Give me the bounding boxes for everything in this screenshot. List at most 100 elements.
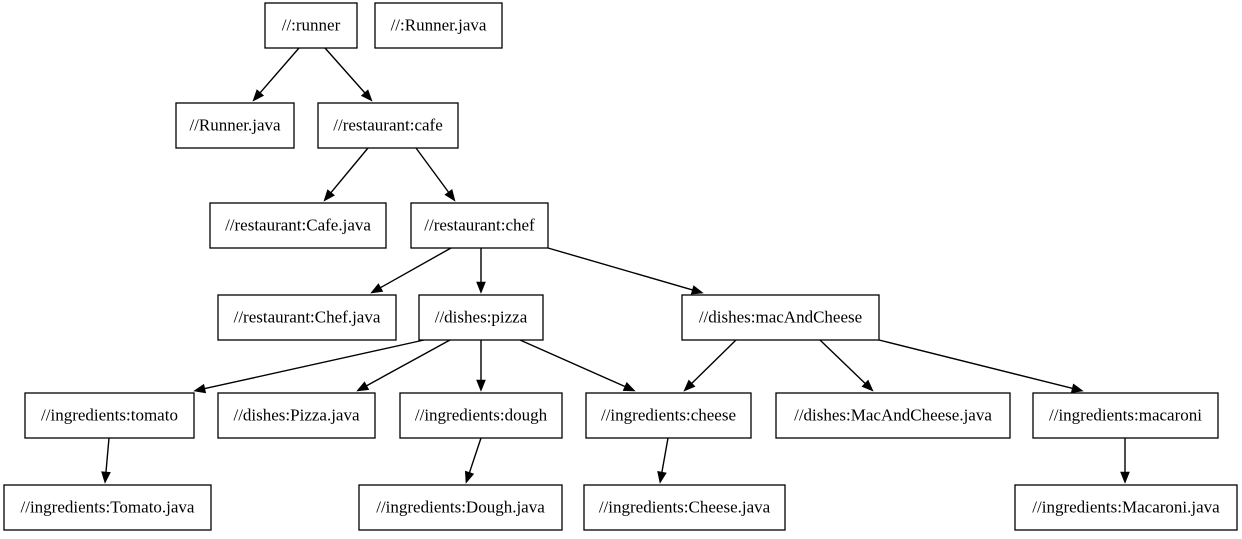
edge-arrowhead-icon [622,381,636,392]
edge-line [691,339,737,384]
node-label: //ingredients:tomato [41,405,178,424]
edge-arrowhead-icon [861,379,874,392]
graph-node-restaurant-cafe-java[interactable]: //restaurant:Cafe.java [209,202,387,249]
edge-layer [101,47,1130,484]
graph-node-ingredients-tomato[interactable]: //ingredients:tomato [24,392,195,439]
edge-line [819,339,866,384]
node-box[interactable] [418,294,544,341]
edge-line [366,339,451,387]
graph-edge [476,340,486,392]
node-label: //:Runner.java [391,15,487,34]
graph-edge [683,339,737,392]
edge-arrowhead-icon [690,285,704,295]
edge-arrowhead-icon [356,381,370,392]
graph-edge [547,247,704,295]
edge-arrowhead-icon [1070,383,1084,393]
edge-line [468,437,482,473]
graph-node-ingredients-macaroni-java[interactable]: //ingredients:Macaroni.java [1014,484,1238,531]
graph-node-dishes-macandcheese[interactable]: //dishes:macAndCheese [681,294,880,341]
node-layer: //:runner //:Runner.java //Runner.java //re… [3,2,1238,531]
edge-line [380,247,452,289]
node-box[interactable] [209,202,387,249]
node-box[interactable] [24,392,195,439]
edge-line [324,47,366,94]
graph-edge [252,47,300,102]
edge-line [259,47,300,94]
node-box[interactable] [358,484,563,531]
edge-line [204,339,425,390]
node-label: //dishes:Pizza.java [233,405,360,424]
edge-line [415,147,450,193]
node-box[interactable] [681,294,880,341]
graph-node-root-runner-java[interactable]: //:Runner.java [374,2,503,49]
node-label: //ingredients:dough [415,405,548,424]
edge-arrowhead-icon [370,283,384,294]
graph-node-ingredients-dough-java[interactable]: //ingredients:Dough.java [358,484,563,531]
node-label: //ingredients:Dough.java [376,497,545,516]
graph-node-dishes-pizza-java[interactable]: //dishes:Pizza.java [217,392,376,439]
graph-edge [464,437,482,484]
node-box[interactable] [217,294,397,341]
node-label: //ingredients:Macaroni.java [1032,497,1220,516]
node-box[interactable] [399,392,563,439]
edge-line [878,339,1073,390]
graph-edge [878,339,1084,393]
node-label: //restaurant:chef [424,215,535,234]
graph-edge [370,247,452,294]
node-label: //Runner.java [189,115,281,134]
edge-arrowhead-icon [657,471,667,484]
graph-node-dishes-macandcheese-java[interactable]: //dishes:MacAndCheese.java [775,392,1011,439]
graph-node-ingredients-dough[interactable]: //ingredients:dough [399,392,563,439]
graph-edge [323,147,369,202]
graph-edge [415,147,456,202]
edge-arrowhead-icon [323,189,335,202]
node-box[interactable] [1014,484,1238,531]
node-box[interactable] [317,102,459,149]
edge-arrowhead-icon [1120,471,1130,484]
graph-node-runner-target[interactable]: //:runner [264,2,358,49]
node-label: //:runner [282,15,341,34]
edge-arrowhead-icon [476,379,486,392]
node-box[interactable] [217,392,376,439]
graph-node-ingredients-tomato-java[interactable]: //ingredients:Tomato.java [3,484,212,531]
edge-arrowhead-icon [444,189,456,202]
node-label: //ingredients:Tomato.java [21,497,195,516]
node-box[interactable] [1032,392,1219,439]
graph-edge [519,339,636,392]
edge-line [519,339,626,388]
node-label: //ingredients:macaroni [1049,405,1202,424]
graph-node-dishes-pizza[interactable]: //dishes:pizza [418,294,544,341]
edge-arrowhead-icon [360,89,373,102]
graph-edge [324,47,373,102]
edge-arrowhead-icon [476,281,486,294]
node-box[interactable] [264,2,358,49]
node-box[interactable] [410,202,549,249]
node-label: //ingredients:cheese [601,405,736,424]
node-box[interactable] [775,392,1011,439]
edge-arrowhead-icon [464,470,475,484]
node-label: //dishes:macAndCheese [699,307,862,326]
graph-edge [657,437,669,484]
edge-line [330,147,369,193]
graph-node-ingredients-cheese[interactable]: //ingredients:cheese [585,392,752,439]
graph-node-ingredients-macaroni[interactable]: //ingredients:macaroni [1032,392,1219,439]
node-box[interactable] [374,2,503,49]
node-label: //restaurant:Cafe.java [225,215,371,234]
node-box[interactable] [583,484,786,531]
edge-line [105,437,110,473]
node-box[interactable] [3,484,212,531]
node-box[interactable] [175,102,295,149]
graph-node-restaurant-chef-java[interactable]: //restaurant:Chef.java [217,294,397,341]
node-label: //restaurant:cafe [333,115,443,134]
edge-arrowhead-icon [252,89,265,102]
node-box[interactable] [585,392,752,439]
graph-edge [819,339,874,392]
node-label: //dishes:pizza [435,307,528,326]
graph-node-runner-java[interactable]: //Runner.java [175,102,295,149]
node-label: //dishes:MacAndCheese.java [794,405,992,424]
graph-node-restaurant-chef[interactable]: //restaurant:chef [410,202,549,249]
edge-arrowhead-icon [101,471,111,484]
graph-node-ingredients-cheese-java[interactable]: //ingredients:Cheese.java [583,484,786,531]
graph-node-restaurant-cafe[interactable]: //restaurant:cafe [317,102,459,149]
